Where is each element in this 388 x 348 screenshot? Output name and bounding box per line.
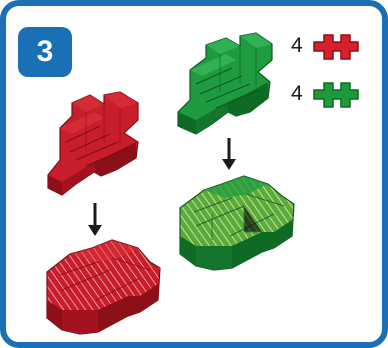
green-piece-stack xyxy=(178,33,272,134)
green-assembled-block xyxy=(180,176,294,270)
down-arrow-icon xyxy=(222,138,236,170)
down-arrow-icon xyxy=(88,203,102,236)
red-piece-stack xyxy=(48,92,138,195)
red-assembled-block xyxy=(47,240,160,334)
